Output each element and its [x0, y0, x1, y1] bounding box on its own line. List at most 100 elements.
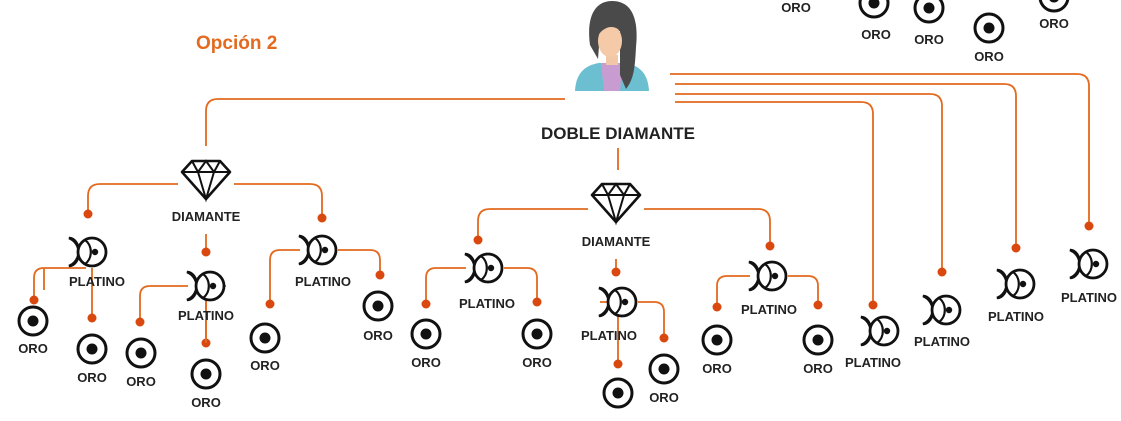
oro-label: ORO	[1039, 16, 1069, 31]
connector-dot	[1011, 243, 1021, 253]
oro-label: ORO	[649, 390, 679, 405]
connector-dot	[421, 299, 431, 309]
connector-dot	[659, 333, 669, 343]
connector-dot	[813, 300, 823, 310]
oro-icon	[362, 290, 394, 322]
connector-line	[87, 183, 178, 214]
oro-icon	[17, 305, 49, 337]
connector-line	[269, 249, 300, 304]
connector-line	[425, 267, 466, 304]
platino-icon	[996, 268, 1036, 300]
platino-icon	[68, 236, 108, 268]
oro-label: ORO	[861, 27, 891, 42]
oro-icon	[973, 12, 1005, 44]
connector-dot	[375, 270, 385, 280]
connector-dot	[712, 302, 722, 312]
platino-label: PLATINO	[177, 308, 235, 323]
connector-line	[675, 101, 874, 305]
oro-label: ORO	[974, 49, 1004, 64]
platino-icon	[598, 286, 638, 318]
platino-label: PLATINO	[458, 296, 516, 311]
oro-icon	[802, 324, 834, 356]
platino-label: PLATINO	[913, 334, 971, 349]
platino-icon	[922, 294, 962, 326]
oro-icon	[190, 358, 222, 390]
oro-label: ORO	[126, 374, 156, 389]
connector-line	[670, 73, 1090, 226]
platino-icon	[464, 252, 504, 284]
platino-icon	[748, 260, 788, 292]
connector-line	[205, 98, 565, 146]
connector-line	[477, 208, 588, 240]
platino-label: PLATINO	[294, 274, 352, 289]
connector-line	[788, 275, 819, 305]
oro-label: ORO	[18, 341, 48, 356]
oro-label: ORO	[77, 370, 107, 385]
oro-label: ORO	[522, 355, 552, 370]
platino-label: PLATINO	[68, 274, 126, 289]
connector-dot	[532, 297, 542, 307]
connector-dot	[135, 317, 145, 327]
platino-icon	[298, 234, 338, 266]
connector-line	[675, 83, 1017, 248]
diamond-label: DIAMANTE	[171, 209, 241, 224]
platino-label: PLATINO	[844, 355, 902, 370]
oro-icon	[913, 0, 945, 24]
platino-icon	[186, 270, 226, 302]
connector-line	[234, 183, 323, 218]
connector-dot	[1084, 221, 1094, 231]
oro-icon	[602, 377, 634, 409]
diamond-icon	[180, 159, 232, 203]
platino-label: PLATINO	[1060, 290, 1118, 305]
oro-label: ORO	[250, 358, 280, 373]
connector-dot	[611, 267, 621, 277]
connector-line	[644, 208, 771, 246]
option-title: Opción 2	[196, 33, 278, 54]
root-label: DOBLE DIAMANTE	[541, 124, 695, 143]
platino-label: PLATINO	[740, 302, 798, 317]
oro-icon	[125, 337, 157, 369]
connector-line	[139, 285, 188, 322]
woman-avatar	[575, 1, 649, 91]
oro-icon	[701, 324, 733, 356]
connector-dot	[29, 295, 39, 305]
connector-dot	[83, 209, 93, 219]
oro-icon	[648, 353, 680, 385]
connector-dot	[201, 247, 211, 257]
connector-dot	[87, 313, 97, 323]
connector-line	[338, 249, 381, 275]
oro-icon	[521, 318, 553, 350]
oro-label: ORO	[363, 328, 393, 343]
connector-dot	[265, 299, 275, 309]
oro-label: ORO	[781, 0, 811, 15]
oro-label: ORO	[191, 395, 221, 410]
connector-line	[638, 301, 665, 338]
platino-icon	[860, 315, 900, 347]
connector-line	[675, 93, 943, 272]
oro-label: ORO	[803, 361, 833, 376]
connector-dot	[868, 300, 878, 310]
connector-dot	[317, 213, 327, 223]
oro-icon	[858, 0, 890, 19]
platino-label: PLATINO	[987, 309, 1045, 324]
platino-label: PLATINO	[580, 328, 638, 343]
connector-line	[504, 267, 538, 302]
oro-icon	[1038, 0, 1070, 13]
connector-dot	[613, 359, 623, 369]
connector-dot	[937, 267, 947, 277]
oro-icon	[76, 333, 108, 365]
connector-line	[716, 275, 750, 307]
oro-icon	[249, 322, 281, 354]
connector-line	[33, 267, 45, 300]
oro-label: ORO	[702, 361, 732, 376]
oro-icon	[410, 318, 442, 350]
diamond-label: DIAMANTE	[581, 234, 651, 249]
connector-dot	[473, 235, 483, 245]
connector-dot	[765, 241, 775, 251]
platino-icon	[1069, 248, 1109, 280]
oro-label: ORO	[411, 355, 441, 370]
oro-label: ORO	[914, 32, 944, 47]
diamond-icon	[590, 182, 642, 226]
